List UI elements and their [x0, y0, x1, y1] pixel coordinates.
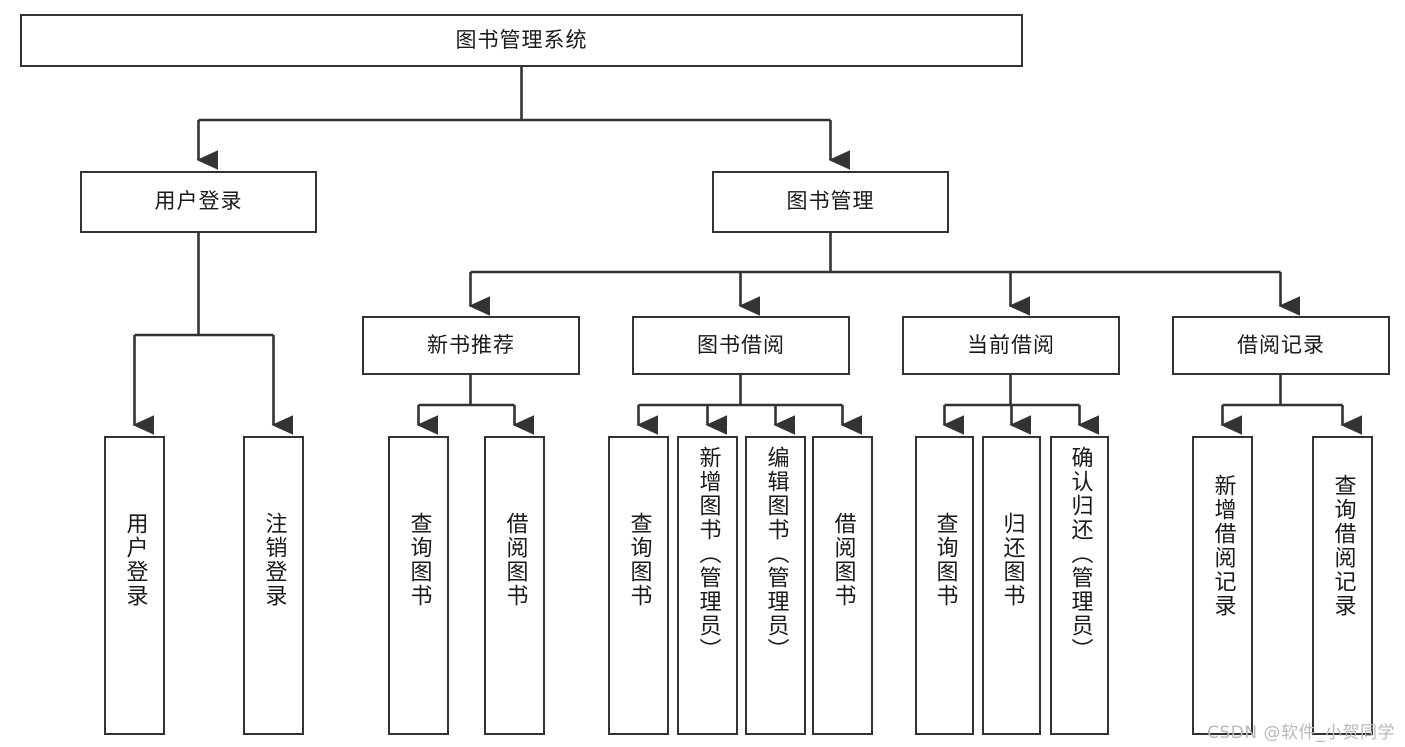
node-book-manage-label: 图书管理	[786, 189, 875, 214]
node-root-system[interactable]: 图书管理系统	[20, 14, 1023, 67]
node-new-book-recommend-label: 新书推荐	[427, 332, 515, 357]
node-leaf-return-book[interactable]: 归还图书	[982, 436, 1041, 735]
node-leaf-edit-book-label: 编辑图书（管理员）	[763, 446, 789, 662]
node-leaf-borrow-book-rec[interactable]: 借阅图书	[484, 436, 545, 735]
watermark-text: CSDN @软件_小贺同学	[1207, 723, 1395, 743]
node-user-login-label: 用户登录	[154, 189, 243, 214]
node-leaf-query-book-cur[interactable]: 查询图书	[915, 436, 974, 735]
node-leaf-query-record[interactable]: 查询借阅记录	[1312, 436, 1373, 735]
node-book-manage[interactable]: 图书管理	[712, 171, 949, 233]
node-leaf-add-record-label: 新增借阅记录	[1210, 474, 1236, 618]
node-borrow-record-label: 借阅记录	[1237, 332, 1325, 357]
node-leaf-query-record-label: 查询借阅记录	[1330, 474, 1356, 618]
node-book-borrow[interactable]: 图书借阅	[632, 316, 850, 375]
node-leaf-user-logout[interactable]: 注销登录	[243, 436, 304, 735]
node-leaf-query-book-bw[interactable]: 查询图书	[608, 436, 669, 735]
node-leaf-user-login[interactable]: 用户登录	[104, 436, 165, 735]
node-user-login[interactable]: 用户登录	[80, 171, 317, 233]
node-book-borrow-label: 图书借阅	[697, 332, 785, 357]
node-leaf-query-book-rec-label: 查询图书	[406, 512, 432, 608]
node-leaf-borrow-book-rec-label: 借阅图书	[502, 512, 528, 608]
node-root-label: 图书管理系统	[455, 27, 588, 52]
node-leaf-add-book-label: 新增图书（管理员）	[695, 446, 721, 662]
node-leaf-edit-book[interactable]: 编辑图书（管理员）	[745, 436, 806, 735]
node-new-book-recommend[interactable]: 新书推荐	[362, 316, 580, 375]
node-leaf-query-book-bw-label: 查询图书	[626, 512, 652, 608]
node-borrow-record[interactable]: 借阅记录	[1172, 316, 1390, 375]
node-current-borrow[interactable]: 当前借阅	[902, 316, 1120, 375]
node-leaf-borrow-book-bw-label: 借阅图书	[830, 512, 856, 608]
node-leaf-user-login-label: 用户登录	[122, 512, 148, 608]
node-leaf-return-book-label: 归还图书	[999, 512, 1025, 608]
node-leaf-query-book-rec[interactable]: 查询图书	[388, 436, 449, 735]
node-leaf-confirm-return-label: 确认归还（管理员）	[1067, 446, 1093, 662]
node-leaf-add-book[interactable]: 新增图书（管理员）	[677, 436, 738, 735]
node-leaf-user-logout-label: 注销登录	[261, 512, 287, 608]
node-leaf-query-book-cur-label: 查询图书	[932, 512, 958, 608]
node-leaf-borrow-book-bw[interactable]: 借阅图书	[812, 436, 873, 735]
node-leaf-add-record[interactable]: 新增借阅记录	[1192, 436, 1253, 735]
node-leaf-confirm-return[interactable]: 确认归还（管理员）	[1050, 436, 1109, 735]
node-current-borrow-label: 当前借阅	[967, 332, 1055, 357]
